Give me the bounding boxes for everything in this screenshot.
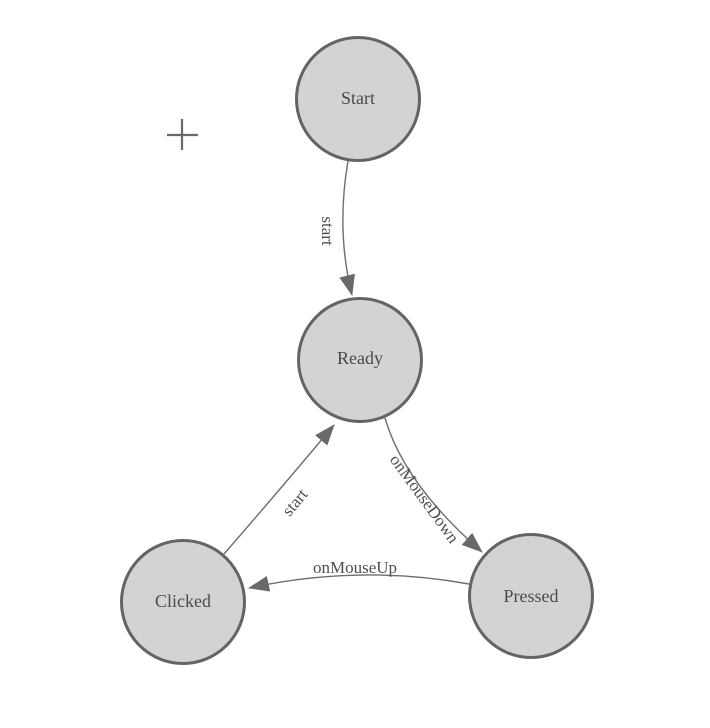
node-ready-circle[interactable] (297, 297, 423, 423)
edge-start-to-ready-line[interactable] (339, 160, 355, 296)
edge-pressed-to-clicked: onMouseUp (248, 558, 470, 592)
node-pressed[interactable]: Pressed (468, 533, 594, 659)
edge-start-to-ready: start (318, 160, 355, 296)
node-start[interactable]: Start (295, 36, 421, 162)
edge-ready-to-pressed-line[interactable] (384, 417, 483, 553)
edge-ready-to-pressed-label: onMouseDown (386, 451, 463, 547)
edge-pressed-to-clicked-line[interactable] (248, 574, 470, 592)
crosshair-cursor-icon (167, 119, 198, 150)
node-start-label: Start (341, 88, 375, 108)
edge-clicked-to-ready: start (223, 424, 335, 555)
node-start-circle[interactable] (295, 36, 421, 162)
edge-clicked-to-ready-label: start (278, 485, 312, 520)
edge-start-to-ready-label: start (318, 216, 337, 246)
node-ready-label: Ready (337, 348, 383, 368)
node-ready[interactable]: Ready (297, 297, 423, 423)
node-clicked[interactable]: Clicked (120, 539, 246, 665)
node-pressed-label: Pressed (504, 586, 559, 606)
edge-clicked-to-ready-line[interactable] (223, 424, 335, 555)
edge-pressed-to-clicked-label: onMouseUp (313, 558, 397, 577)
node-clicked-label: Clicked (155, 591, 211, 611)
node-clicked-circle[interactable] (120, 539, 246, 665)
edge-ready-to-pressed: onMouseDown (384, 417, 483, 553)
node-pressed-circle[interactable] (468, 533, 594, 659)
